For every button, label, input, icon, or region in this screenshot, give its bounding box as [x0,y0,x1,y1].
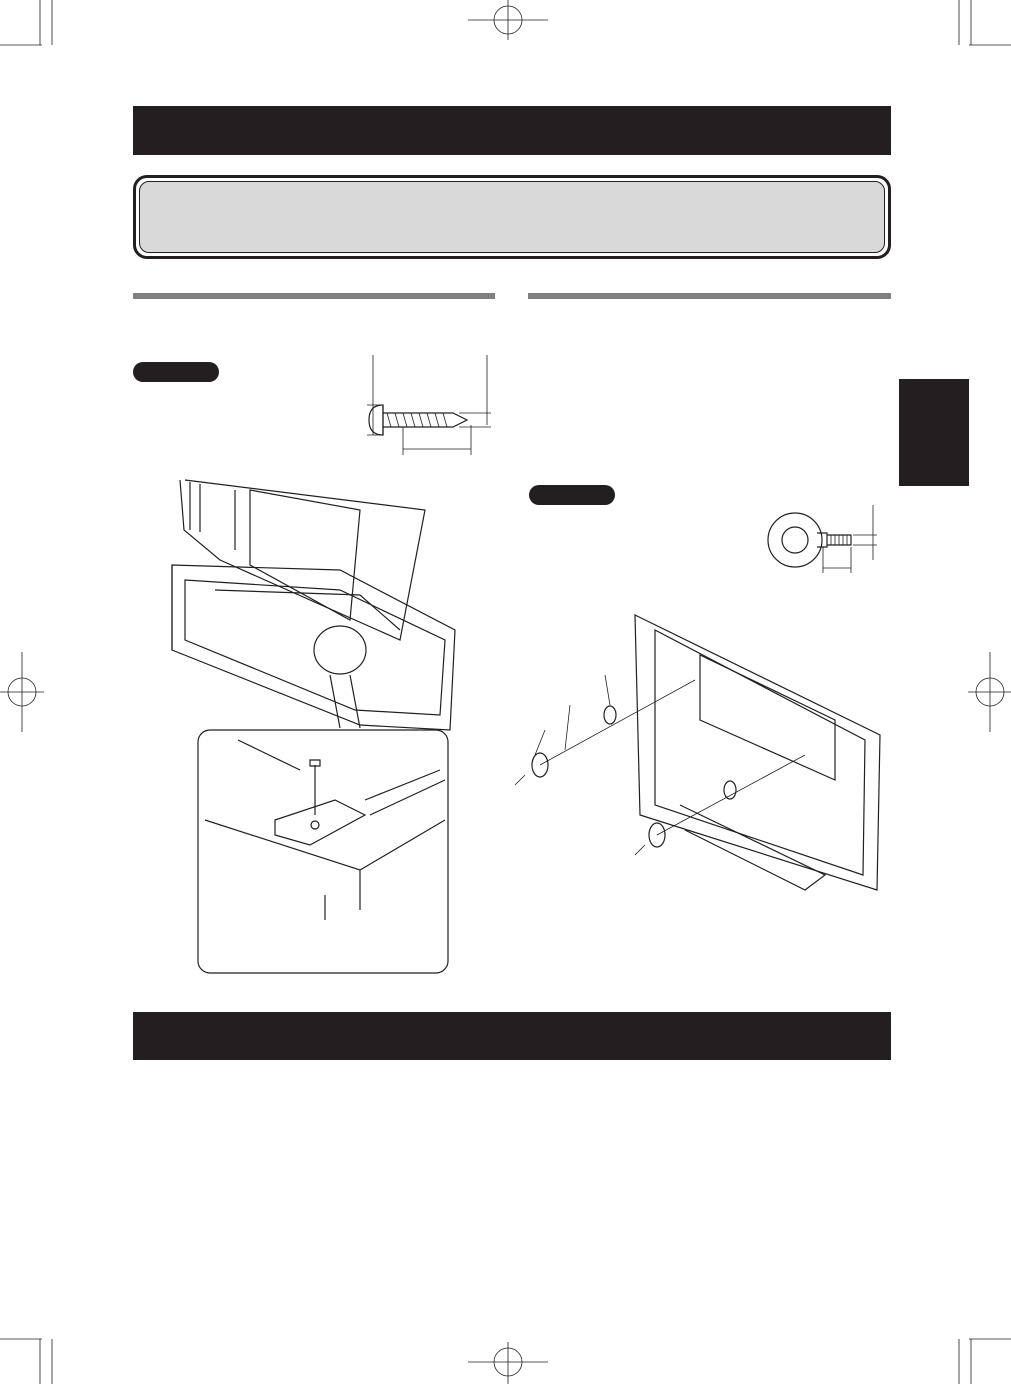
parts-label-pill-left [133,362,219,382]
parts-label-pill-right [529,485,615,505]
section-header-bar [133,106,891,155]
eye-bolt-icon [767,505,877,573]
side-tab [899,379,969,486]
display-stand-icon [171,479,456,974]
warning-callout-box [133,175,891,259]
left-subsection-rule [133,293,495,299]
screw-icon [367,355,491,455]
right-subsection-rule [528,293,891,299]
section-header-bar-2 [133,1012,891,1060]
wall-anchor-icon [514,614,881,891]
